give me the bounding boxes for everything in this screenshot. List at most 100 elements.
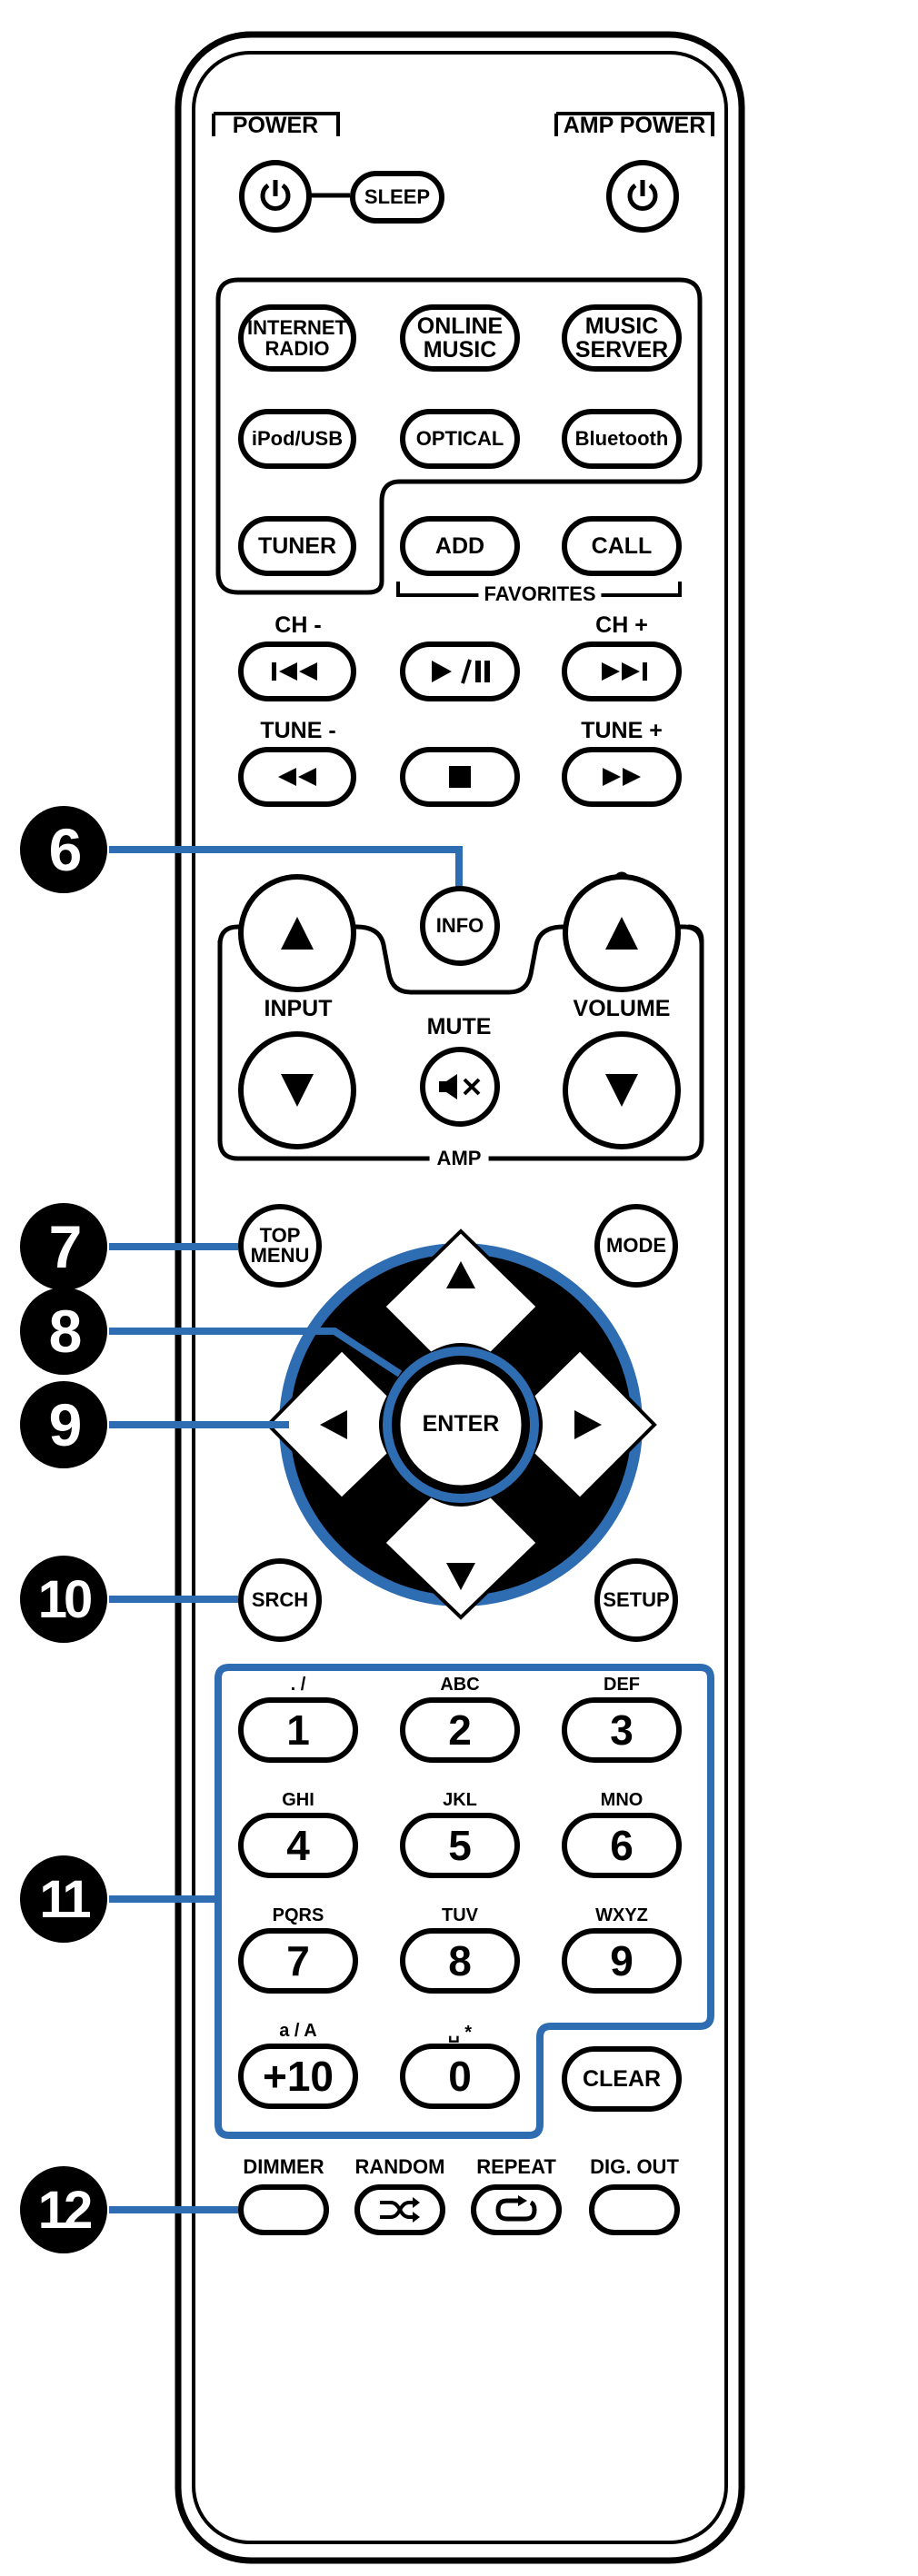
callout-9: 9: [20, 1381, 107, 1468]
amp-label: AMP: [429, 1149, 489, 1169]
bluetooth-button[interactable]: Bluetooth: [562, 409, 682, 469]
callout-12: 12: [20, 2166, 107, 2253]
keypad-sublabel: WXYZ: [595, 1905, 648, 1925]
clear-button[interactable]: CLEAR: [562, 2046, 682, 2112]
keypad-key-button[interactable]: 2: [400, 1697, 520, 1763]
source-group-box: [215, 277, 703, 595]
ch-minus-label: CH -: [274, 612, 322, 638]
volume-label: VOLUME: [573, 996, 671, 1021]
callout-10: 10: [20, 1556, 107, 1643]
tune-minus-label: TUNE -: [260, 718, 336, 743]
keypad-sublabel: JKL: [443, 1790, 477, 1810]
keypad-sublabel: MNO: [600, 1790, 644, 1810]
tuner-button[interactable]: TUNER: [238, 516, 356, 576]
rewind-icon: [278, 768, 316, 786]
music-server-label-1: MUSIC: [584, 313, 659, 339]
keypad-key-button[interactable]: 9: [562, 1928, 682, 1994]
up-triangle-icon: [281, 917, 314, 950]
dpad-left-icon: [320, 1410, 347, 1439]
volume-down-button[interactable]: [563, 1031, 681, 1149]
keypad-sublabel: GHI: [282, 1790, 314, 1810]
keypad-key-button[interactable]: +10: [238, 2044, 358, 2109]
input-label: INPUT: [264, 996, 333, 1021]
callout-lines: [109, 846, 463, 2213]
keypad-sublabel: a / A: [279, 2021, 317, 2041]
dpad-down-icon: [446, 1563, 475, 1590]
keypad-sublabel: . /: [290, 1675, 306, 1695]
keypad-sublabel: ABC: [440, 1675, 480, 1695]
fast-forward-icon: [603, 768, 641, 786]
music-server-label-2: SERVER: [574, 337, 669, 363]
internet-radio-label-1: INTERNET: [247, 315, 347, 339]
volume-up-button[interactable]: [563, 874, 681, 992]
callout-7: 7: [20, 1203, 107, 1290]
tune-plus-button[interactable]: [562, 747, 682, 807]
ipod-usb-button[interactable]: iPod/USB: [238, 409, 356, 469]
favorites-label: FAVORITES: [478, 584, 602, 604]
tune-minus-button[interactable]: [238, 747, 356, 807]
input-down-button[interactable]: [238, 1031, 356, 1149]
amp-power-button[interactable]: [606, 160, 679, 233]
music-server-button[interactable]: MUSIC SERVER: [562, 304, 682, 372]
skip-back-icon: [272, 662, 317, 681]
favorites-add-button[interactable]: ADD: [400, 516, 520, 576]
mute-label: MUTE: [426, 1014, 492, 1039]
tune-plus-label: TUNE +: [581, 718, 663, 743]
random-label: RANDOM: [354, 2155, 445, 2178]
up-triangle-icon: [605, 917, 638, 950]
mute-button[interactable]: [420, 1047, 500, 1127]
remote-body-inner: [192, 51, 728, 2544]
dimmer-button[interactable]: [238, 2184, 329, 2235]
dimmer-label: DIMMER: [243, 2155, 324, 2178]
power-icon: [260, 180, 291, 211]
down-triangle-icon: [605, 1074, 638, 1107]
repeat-button[interactable]: [471, 2184, 562, 2235]
dpad-up-icon: [446, 1261, 475, 1288]
ch-plus-label: CH +: [595, 612, 648, 638]
enter-button[interactable]: ENTER: [422, 1411, 500, 1437]
online-music-label-1: ONLINE: [416, 313, 504, 339]
sleep-button[interactable]: SLEEP: [350, 171, 444, 224]
dig-out-button[interactable]: [589, 2184, 680, 2235]
favorites-call-button[interactable]: CALL: [562, 516, 682, 576]
keypad-key-button[interactable]: 7: [238, 1928, 358, 1994]
keypad-key-button[interactable]: 6: [562, 1813, 682, 1878]
info-button[interactable]: INFO: [420, 886, 500, 966]
play-pause-icon: [432, 659, 490, 684]
skip-forward-icon: [602, 662, 647, 681]
internet-radio-button[interactable]: INTERNET RADIO: [238, 304, 356, 372]
repeat-icon: [495, 2195, 537, 2222]
input-up-button[interactable]: [238, 874, 356, 992]
power-label: POWER: [232, 113, 319, 138]
dpad[interactable]: [265, 1228, 657, 1620]
mute-icon: [439, 1074, 481, 1099]
callout-8: 8: [20, 1288, 107, 1375]
top-menu-button[interactable]: TOP MENU: [238, 1204, 322, 1288]
setup-button[interactable]: SETUP: [594, 1558, 678, 1642]
keypad-key-button[interactable]: 3: [562, 1697, 682, 1763]
amp-power-label: AMP POWER: [563, 113, 706, 138]
stop-button[interactable]: [400, 747, 520, 807]
optical-button[interactable]: OPTICAL: [400, 409, 520, 469]
ch-minus-button[interactable]: [238, 642, 356, 701]
online-music-button[interactable]: ONLINE MUSIC: [400, 304, 520, 372]
keypad-key-button[interactable]: 0: [400, 2044, 520, 2109]
random-button[interactable]: [354, 2184, 445, 2235]
ch-plus-button[interactable]: [562, 642, 682, 701]
mode-button[interactable]: MODE: [594, 1204, 678, 1288]
down-triangle-icon: [281, 1074, 314, 1107]
callout-11: 11: [20, 1855, 107, 1943]
power-button[interactable]: [239, 160, 312, 233]
keypad-sublabel: ␣ *: [447, 2023, 473, 2043]
top-menu-label-1: TOP: [259, 1224, 301, 1247]
play-pause-button[interactable]: [400, 642, 520, 701]
keypad-sublabel: PQRS: [272, 1905, 324, 1925]
keypad-key-button[interactable]: 4: [238, 1813, 358, 1878]
keypad-key-button[interactable]: 8: [400, 1928, 520, 1994]
keypad-key-button[interactable]: 1: [238, 1697, 358, 1763]
keypad-key-button[interactable]: 5: [400, 1813, 520, 1878]
keypad-sublabel: DEF: [604, 1675, 640, 1695]
search-button[interactable]: SRCH: [238, 1558, 322, 1642]
keypad-sublabel: TUV: [442, 1905, 478, 1925]
